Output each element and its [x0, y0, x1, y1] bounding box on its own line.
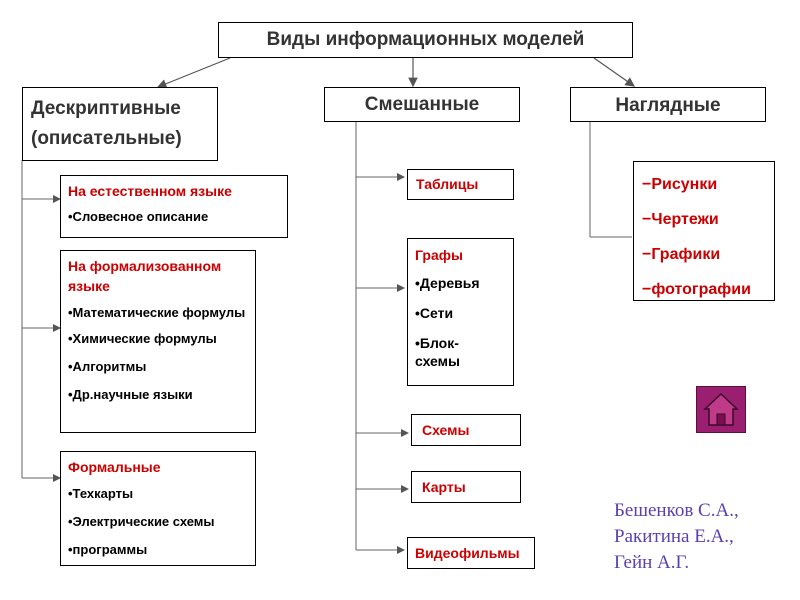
mixed-tables: Таблицы — [407, 169, 514, 200]
group-formalized-item: •Алгоритмы — [68, 359, 147, 374]
group-formalized-language: На формализованном языке •Математические… — [60, 250, 256, 433]
visual-item: −фотографии — [642, 281, 751, 298]
visual-items: −Рисунки −Чертежи −Графики −фотографии — [633, 161, 775, 301]
group-natural-heading: На естественном языке — [68, 183, 232, 199]
visual-item: −Чертежи — [642, 211, 719, 228]
group-formal: Формальные •Техкарты •Электрические схем… — [60, 451, 256, 566]
group-formalized-item: •Химические формулы — [68, 331, 217, 346]
author-line: Бешенков С.А., — [614, 500, 739, 521]
mixed-graphs-item: •Блок-схемы — [415, 335, 460, 369]
category-descriptive: Дескриптивные (описательные) — [22, 87, 218, 161]
group-formalized-item: •Математические формулы — [68, 305, 246, 320]
group-formal-item: •Техкарты — [68, 486, 134, 501]
category-mixed: Смешанные — [324, 87, 520, 122]
mixed-videos: Видеофильмы — [407, 537, 535, 569]
mixed-maps: Карты — [411, 471, 521, 503]
author-line: Гейн А.Г. — [614, 552, 690, 573]
group-natural-language: На естественном языке •Словесное описани… — [60, 175, 288, 238]
group-formal-item: •Электрические схемы — [68, 514, 215, 529]
mixed-graphs-heading: Графы — [415, 247, 463, 263]
group-formal-item: •программы — [68, 542, 148, 557]
category-descriptive-line2: (описательные) — [31, 128, 182, 149]
group-natural-item: •Словесное описание — [68, 209, 209, 224]
category-visual: Наглядные — [570, 87, 766, 122]
group-formalized-item: •Др.научные языки — [68, 387, 193, 402]
visual-item: −Рисунки — [642, 176, 718, 193]
author-line: Ракитина Е.А., — [614, 526, 734, 547]
authors: Бешенков С.А., Ракитина Е.А., Гейн А.Г. — [614, 498, 739, 576]
category-descriptive-line1: Дескриптивные — [31, 98, 181, 119]
mixed-graphs: Графы •Деревья •Сети •Блок-схемы — [407, 238, 514, 386]
visual-item: −Графики — [642, 246, 721, 263]
diagram-title: Виды информационных моделей — [218, 22, 633, 58]
house-icon — [703, 392, 739, 426]
home-button[interactable] — [696, 386, 746, 433]
group-formalized-heading: На формализованном языке — [68, 258, 222, 294]
mixed-graphs-item: •Деревья — [415, 275, 480, 291]
mixed-schemes: Схемы — [411, 414, 521, 446]
group-formal-heading: Формальные — [68, 459, 161, 475]
mixed-graphs-item: •Сети — [415, 305, 454, 321]
